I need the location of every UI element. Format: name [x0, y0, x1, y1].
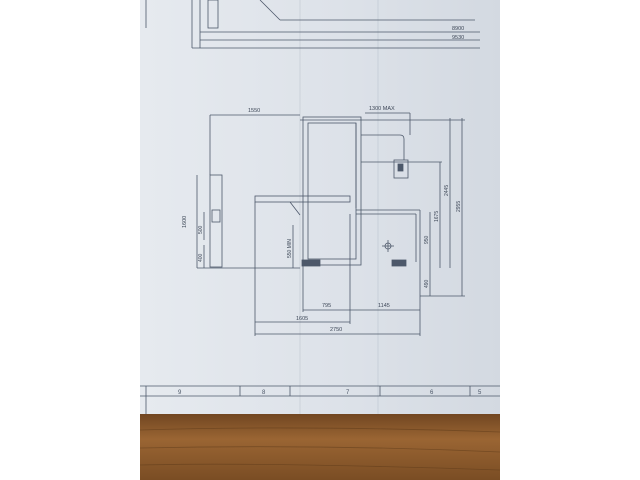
dim-400: 400 [198, 253, 204, 262]
dim-9530: 9530 [452, 35, 464, 41]
zone-label: 7 [346, 390, 350, 396]
dim-2445: 2445 [444, 185, 450, 196]
dim-500: 500 [198, 225, 204, 234]
wooden-table [140, 412, 500, 480]
dim-1600: 1600 [182, 216, 188, 228]
dim-1675: 1675 [434, 211, 440, 222]
zone-label: 5 [478, 390, 482, 396]
dim-2750: 2750 [330, 327, 342, 333]
dim-1300-max: 1300 MAX [369, 106, 395, 112]
zone-label: 6 [430, 390, 434, 396]
zone-label: 8 [262, 390, 266, 396]
dim-550-min: 550 MIN [287, 239, 293, 258]
dim-795: 795 [322, 303, 331, 309]
dim-2955: 2955 [456, 201, 462, 212]
dim-1145: 1145 [378, 303, 390, 309]
dim-490: 490 [424, 279, 430, 288]
dim-1550: 1550 [248, 108, 260, 114]
dim-950: 950 [424, 235, 430, 244]
dim-1605: 1605 [296, 316, 308, 322]
dim-8900: 8900 [452, 26, 464, 32]
paper-sheet [140, 0, 500, 414]
zone-label: 9 [178, 390, 182, 396]
